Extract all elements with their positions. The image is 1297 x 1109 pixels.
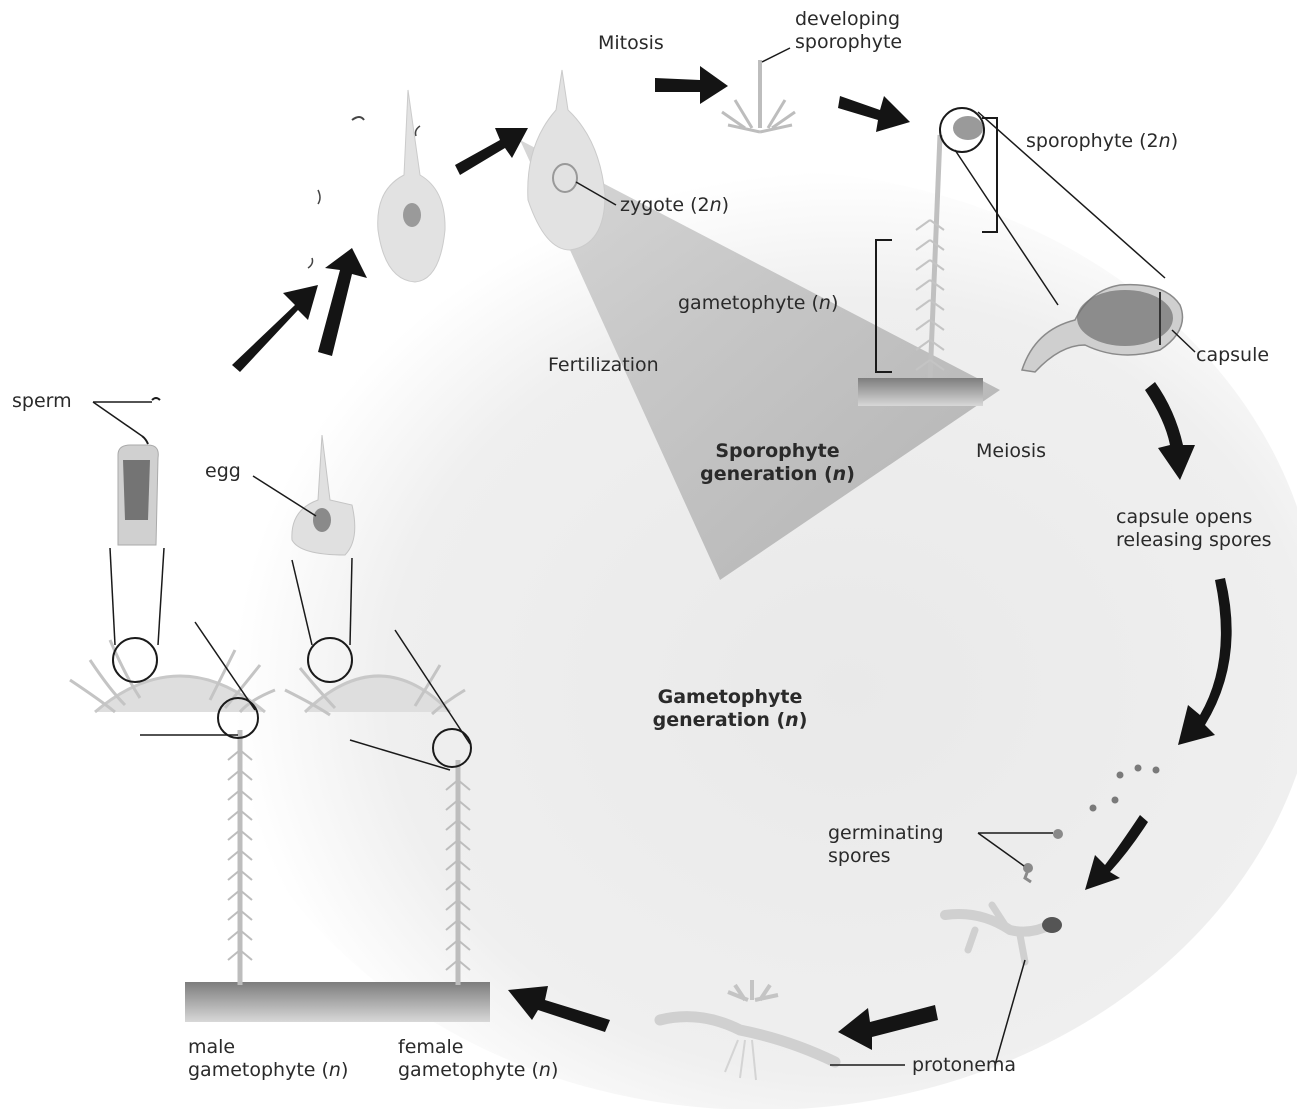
developing-sporophyte-line1: developing [795, 8, 900, 30]
gametophyte-generation-label: Gametophyte generation (n) [640, 686, 820, 732]
zygote-end: ) [722, 194, 729, 216]
female-gametophyte-label: female gametophyte (n) [398, 1036, 558, 1082]
male-gametophyte-line1: male [188, 1036, 235, 1058]
capsule-opens-line1: capsule opens [1116, 506, 1252, 528]
soil-strip [185, 982, 490, 1022]
female-gametophyte-end: ) [551, 1059, 558, 1081]
female-gametophyte-line1: female [398, 1036, 464, 1058]
gametophyte-n-text: gametophyte ( [678, 292, 819, 314]
male-gametophyte-italic: n [329, 1059, 341, 1081]
capsule-opens-line2: releasing spores [1116, 529, 1272, 551]
archegonium-fertilizing [308, 90, 445, 282]
egg-label: egg [205, 460, 241, 483]
gametophyte-generation-line2: generation ( [653, 709, 786, 731]
sporophyte-generation-label: Sporophyte generation (n) [690, 440, 865, 486]
zygote-italic: n [710, 194, 722, 216]
germinating-spores-line2: spores [828, 845, 891, 867]
sperm-pointer [93, 398, 160, 444]
male-gametophyte-line2: gametophyte ( [188, 1059, 329, 1081]
sporophyte-2n-label: sporophyte (2n) [1026, 130, 1178, 153]
capsule-opens-label: capsule opens releasing spores [1116, 506, 1272, 552]
zygote-text: zygote (2 [620, 194, 710, 216]
gametophyte-n-italic: n [819, 292, 831, 314]
female-gametophyte-line2: gametophyte ( [398, 1059, 539, 1081]
gametophyte-generation-line1: Gametophyte [658, 686, 803, 708]
germinating-spores-label: germinating spores [828, 822, 944, 868]
sporophyte-2n-end: ) [1171, 130, 1178, 152]
protonema-label: protonema [912, 1054, 1016, 1077]
capsule-label: capsule [1196, 344, 1269, 367]
gametophyte-n-label: gametophyte (n) [678, 292, 838, 315]
sporophyte-generation-line2: generation ( [700, 463, 833, 485]
zygote-label: zygote (2n) [620, 194, 729, 217]
fertilization-label: Fertilization [548, 354, 659, 377]
developing-sporophyte-label: developing sporophyte [795, 8, 902, 54]
female-gametophyte-italic: n [539, 1059, 551, 1081]
meiosis-label: Meiosis [976, 440, 1046, 463]
sporophyte-generation-line1: Sporophyte [715, 440, 839, 462]
developing-sporophyte-line2: sporophyte [795, 31, 902, 53]
germinating-spores-line1: germinating [828, 822, 944, 844]
male-gametophyte-label: male gametophyte (n) [188, 1036, 348, 1082]
developing-sporophyte-plant [722, 60, 795, 132]
sporophyte-generation-italic: n [833, 463, 847, 485]
sporophyte-generation-end: ) [846, 463, 855, 485]
male-gametophyte-end: ) [341, 1059, 348, 1081]
antheridium [110, 445, 164, 645]
sperm-label: sperm [12, 390, 72, 413]
gametophyte-generation-italic: n [785, 709, 799, 731]
gametophyte-n-end: ) [831, 292, 838, 314]
sporophyte-2n-text: sporophyte (2 [1026, 130, 1159, 152]
gametophyte-generation-end: ) [799, 709, 808, 731]
mitosis-label: Mitosis [598, 32, 664, 55]
sporophyte-2n-italic: n [1159, 130, 1171, 152]
